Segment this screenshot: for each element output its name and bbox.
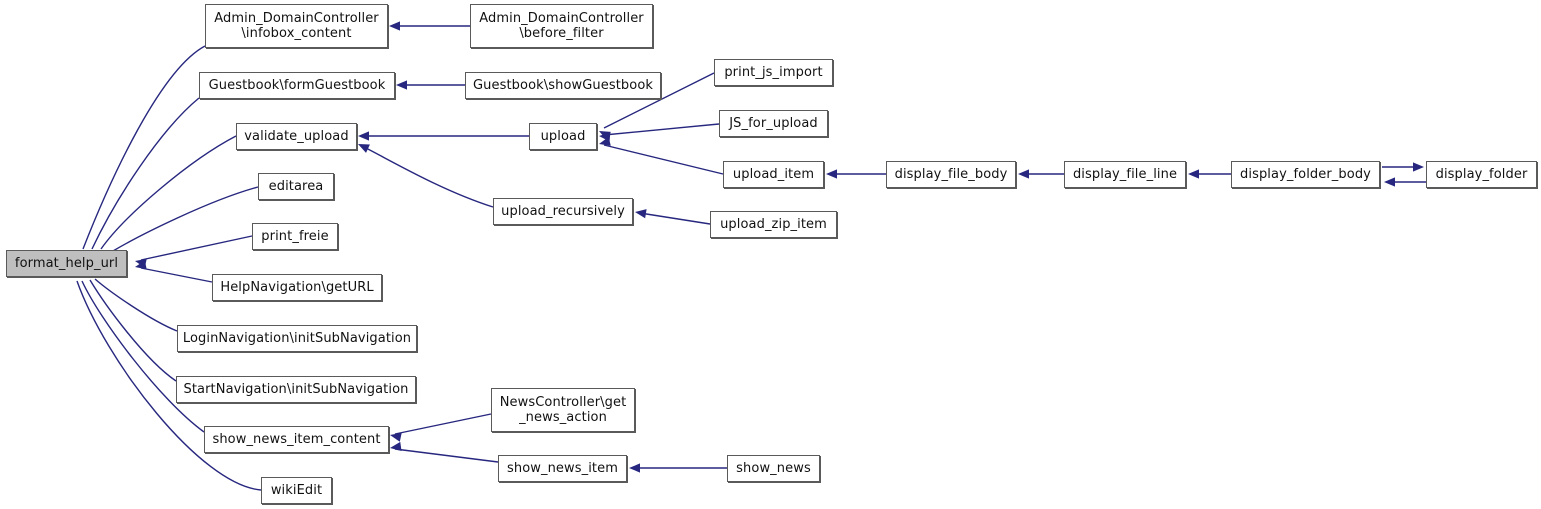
graph-node-show_news_item_content[interactable]: show_news_item_content [204,426,389,453]
edge-arrowhead [1018,169,1029,179]
call-edge [394,448,499,463]
call-edge [94,278,178,332]
call-edge [394,413,492,435]
edge-arrowhead [135,258,147,268]
edge-arrowhead [390,441,402,452]
graph-node-display_file_body[interactable]: display_file_body [886,161,1016,188]
call-edge [112,186,259,252]
call-edge [91,97,200,250]
call-edge [100,135,237,250]
graph-node-show_news_item[interactable]: show_news_item [498,455,627,482]
edge-arrowhead [358,131,369,141]
graph-node-display_folder_body[interactable]: display_folder_body [1231,161,1380,188]
call-edge [639,212,711,225]
edge-arrowhead [358,144,370,153]
graph-node-news_controller_get_news_action[interactable]: NewsController\get _news_action [491,388,635,432]
graph-node-upload_item[interactable]: upload_item [723,161,824,188]
call-edge [82,45,206,250]
graph-node-start_navigation_initsubnavigation[interactable]: StartNavigation\initSubNavigation [176,376,416,403]
edge-arrowhead [635,209,647,219]
graph-node-login_navigation_initsubnavigation[interactable]: LoginNavigation\initSubNavigation [177,325,417,352]
edge-arrowhead [599,136,611,146]
call-edge [89,279,177,382]
call-edge [603,123,720,136]
graph-node-wiki_edit[interactable]: wikiEdit [261,477,332,504]
edge-arrowhead [389,21,400,31]
graph-node-editarea[interactable]: editarea [258,173,334,200]
call-edge [140,267,213,283]
graph-node-format_help_url[interactable]: format_help_url [6,250,127,277]
edge-arrowhead [599,132,611,142]
graph-node-display_file_line[interactable]: display_file_line [1064,161,1186,188]
graph-node-js_for_upload[interactable]: JS_for_upload [719,110,828,137]
edge-arrowhead [396,80,407,90]
call-edge [603,144,724,175]
graph-node-print_js_import[interactable]: print_js_import [714,59,833,86]
edge-arrowhead [1413,162,1424,172]
edge-arrowhead [629,463,640,473]
graph-node-guestbook_show[interactable]: Guestbook\showGuestbook [465,72,661,99]
graph-node-upload_recursively[interactable]: upload_recursively [493,198,633,225]
graph-node-print_freie[interactable]: print_freie [252,223,338,250]
edge-arrowhead [135,260,147,270]
edge-arrowhead [1384,177,1395,187]
call-edge [140,235,253,261]
graph-node-show_news[interactable]: show_news [727,455,820,482]
graph-node-guestbook_form[interactable]: Guestbook\formGuestbook [199,72,395,99]
call-edge [81,280,205,433]
call-edge [361,145,494,208]
graph-node-help_navigation_geturl[interactable]: HelpNavigation\getURL [212,274,382,301]
graph-node-upload[interactable]: upload [529,123,597,150]
graph-node-display_folder[interactable]: display_folder [1426,161,1537,188]
edge-arrowhead [599,131,611,141]
graph-node-upload_zip_item[interactable]: upload_zip_item [710,211,837,238]
edge-arrowhead [390,432,402,442]
graph-node-validate_upload[interactable]: validate_upload [236,123,357,150]
edge-arrowhead [1188,169,1199,179]
edge-arrowhead [826,169,837,179]
graph-node-admin_infobox_content[interactable]: Admin_DomainController \infobox_content [205,4,388,48]
graph-node-admin_before_filter[interactable]: Admin_DomainController \before_filter [470,4,653,48]
